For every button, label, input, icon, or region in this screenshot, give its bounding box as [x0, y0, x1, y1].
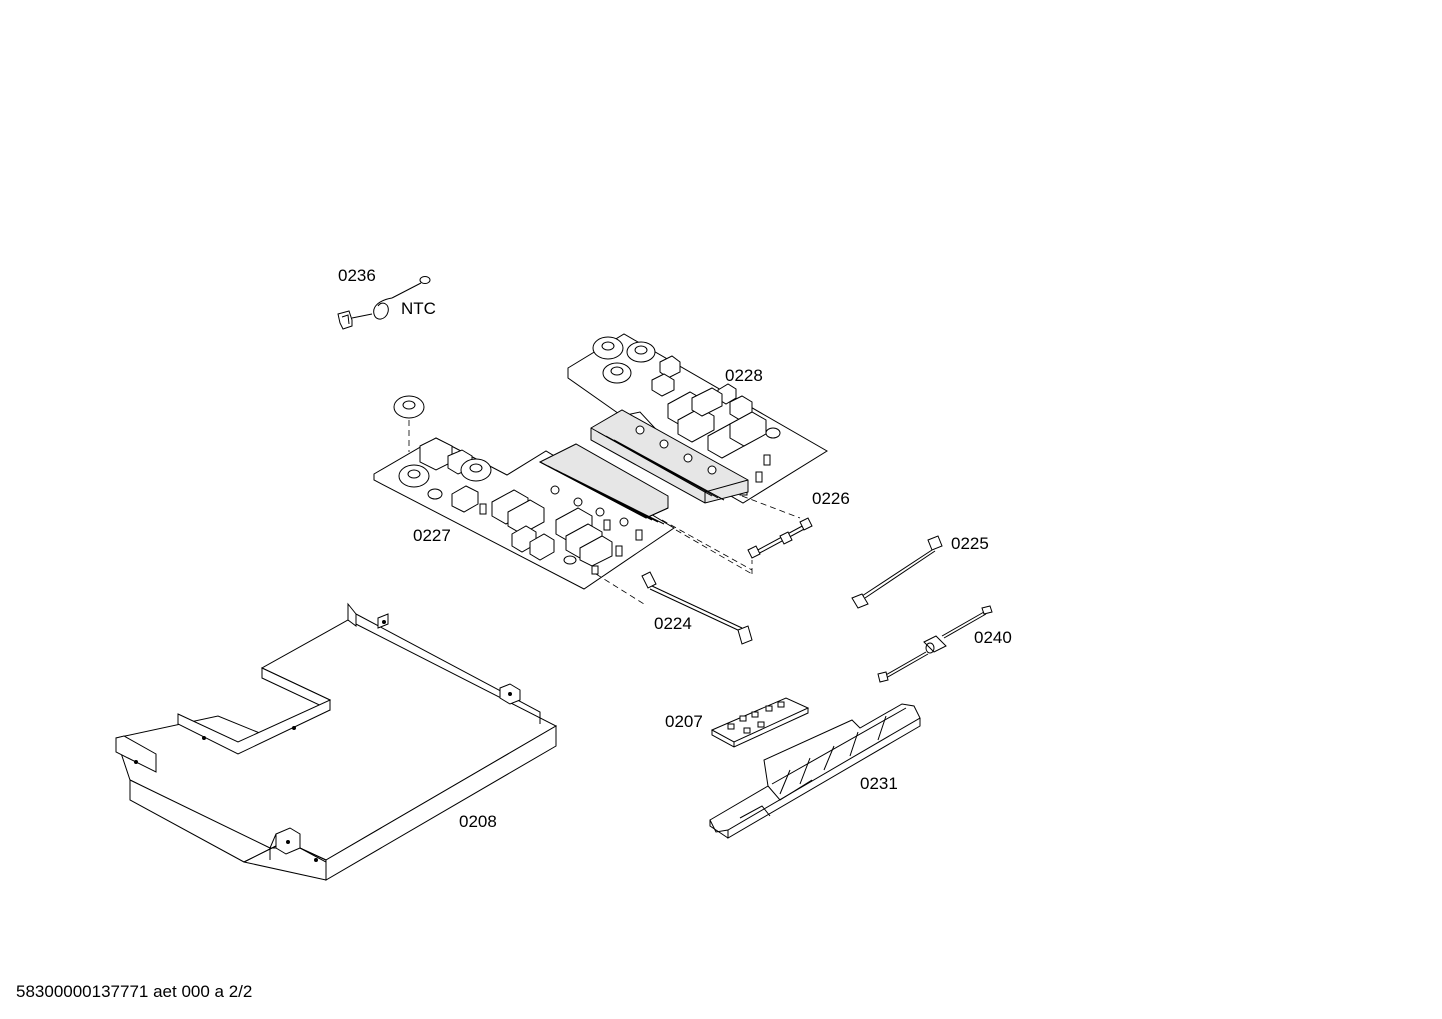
base-tray-0208-drawing	[116, 604, 556, 880]
cable-0240-drawing	[878, 606, 992, 682]
part-label-0224: 0224	[654, 614, 692, 633]
guide-line	[742, 496, 800, 518]
guide-line	[676, 530, 752, 574]
power-board-0228-drawing	[568, 334, 827, 503]
part-label-ntc: NTC	[401, 299, 436, 318]
bracket-0231-drawing	[710, 704, 920, 838]
power-board-0227-drawing	[374, 396, 674, 589]
guide-line	[662, 520, 752, 570]
part-label-0227: 0227	[413, 526, 451, 545]
part-label-0231: 0231	[860, 774, 898, 793]
part-label-0225: 0225	[951, 534, 989, 553]
cable-0225-drawing	[852, 536, 942, 608]
cable-0224-drawing	[642, 572, 752, 644]
part-label-0228: 0228	[725, 366, 763, 385]
drawing-reference-footer: 58300000137771 aet 000 a 2/2	[16, 982, 253, 1001]
part-label-0226: 0226	[812, 489, 850, 508]
control-board-0207-drawing	[712, 698, 808, 747]
part-label-0240: 0240	[974, 628, 1012, 647]
cable-0226-drawing	[748, 518, 812, 558]
part-label-0236: 0236	[338, 266, 376, 285]
ntc-sensor-drawing	[338, 277, 430, 330]
guide-line	[596, 574, 644, 604]
part-label-0207: 0207	[665, 712, 703, 731]
part-label-0208: 0208	[459, 812, 497, 831]
